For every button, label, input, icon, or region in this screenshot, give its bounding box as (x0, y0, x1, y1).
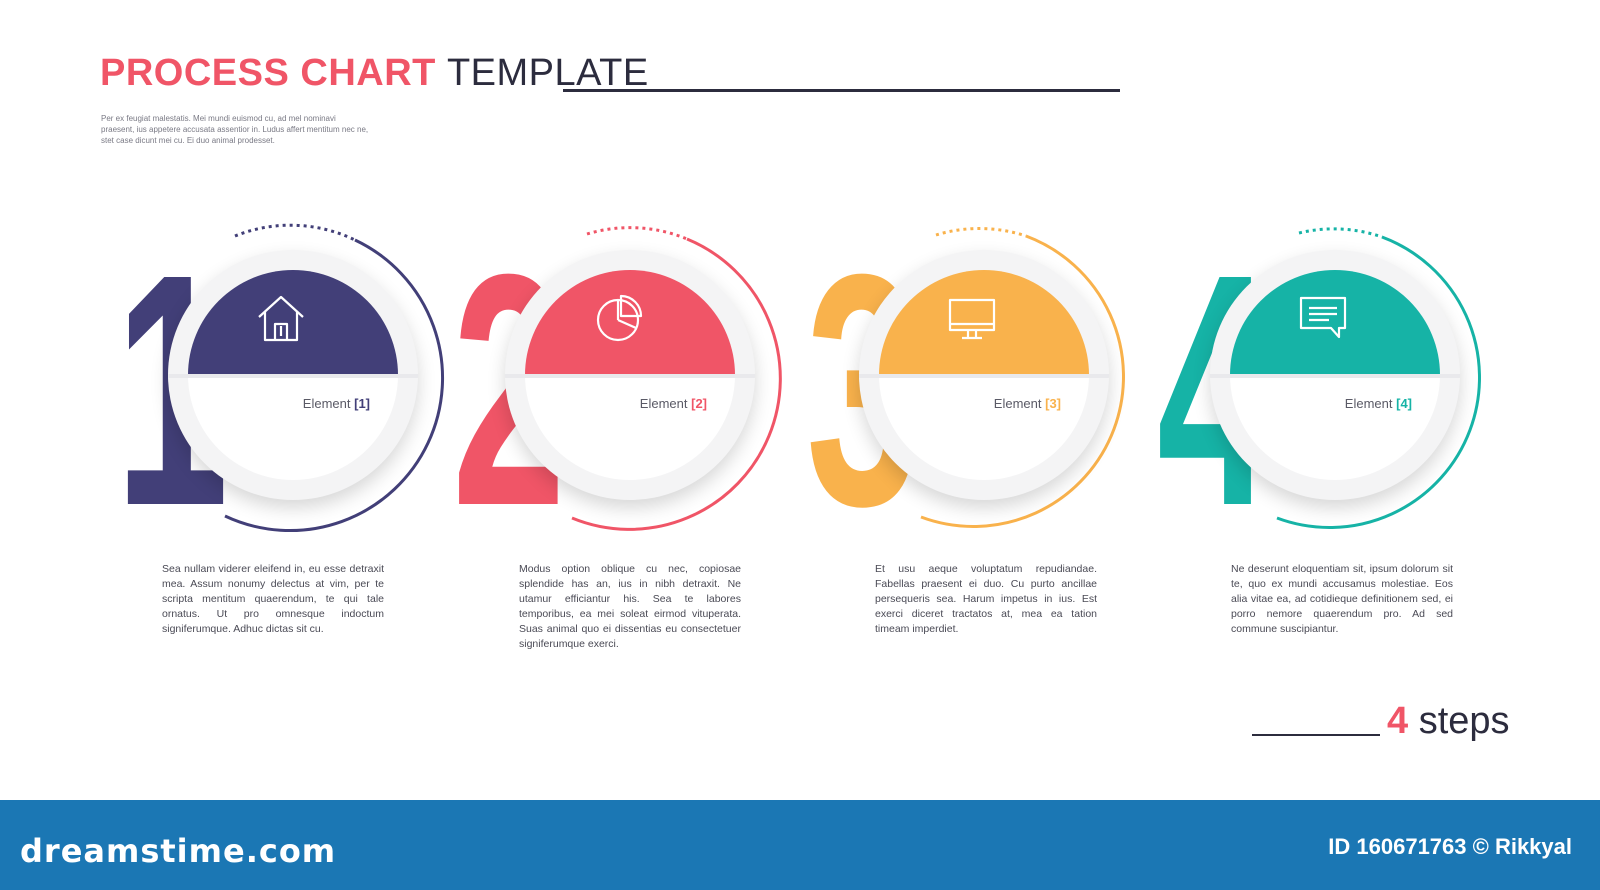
step-4-description: Ne deserunt eloquentiam sit, ipsum dolor… (1231, 563, 1453, 635)
progress-ring (1276, 227, 1481, 529)
watermark-bar (0, 800, 1600, 890)
step-3-description: Et usu aeque voluptatum repudiandae. Fab… (875, 563, 1097, 635)
page-title: PROCESS CHART TEMPLATE (100, 52, 649, 95)
step-4: 4 Element [4] (1157, 215, 1517, 555)
step-card: Element [3] (859, 250, 1109, 500)
progress-ring (571, 226, 782, 531)
progress-ring (224, 223, 445, 532)
title-accent: PROCESS CHART (100, 52, 436, 94)
image-credit: ID 160671763 © Rikkyal (1328, 834, 1572, 859)
pie-chart-icon (596, 294, 643, 342)
step-1-description: Sea nullam viderer eleifend in, eu esse … (162, 563, 384, 635)
chat-bubble-icon (1299, 296, 1347, 339)
intro-text: Per ex feugiat malestatis. Mei mundi eui… (101, 114, 369, 145)
step-card: Element [1] (168, 250, 418, 500)
step-1: 1 Element [1] (115, 215, 475, 555)
step-2: 2 Element [2] (452, 215, 812, 555)
element-label: Element [4] (1344, 396, 1412, 411)
title-rest: TEMPLATE (446, 52, 649, 94)
step-3: 3 Element [3] (806, 215, 1166, 555)
step-card: Element [4] (1210, 250, 1460, 500)
element-label: Element [2] (639, 396, 707, 411)
step-2-description: Modus option oblique cu nec, copiosae sp… (519, 563, 741, 650)
brand-logo[interactable]: dreamstime.com (20, 832, 337, 870)
step-card: Element [2] (505, 250, 755, 500)
element-label: Element [1] (302, 396, 370, 411)
monitor-icon (948, 298, 996, 340)
steps-underline (1252, 734, 1380, 736)
house-icon (258, 295, 304, 342)
element-label: Element [3] (993, 396, 1061, 411)
title-underline (563, 89, 1120, 92)
steps-count: 4 steps (1387, 700, 1510, 742)
